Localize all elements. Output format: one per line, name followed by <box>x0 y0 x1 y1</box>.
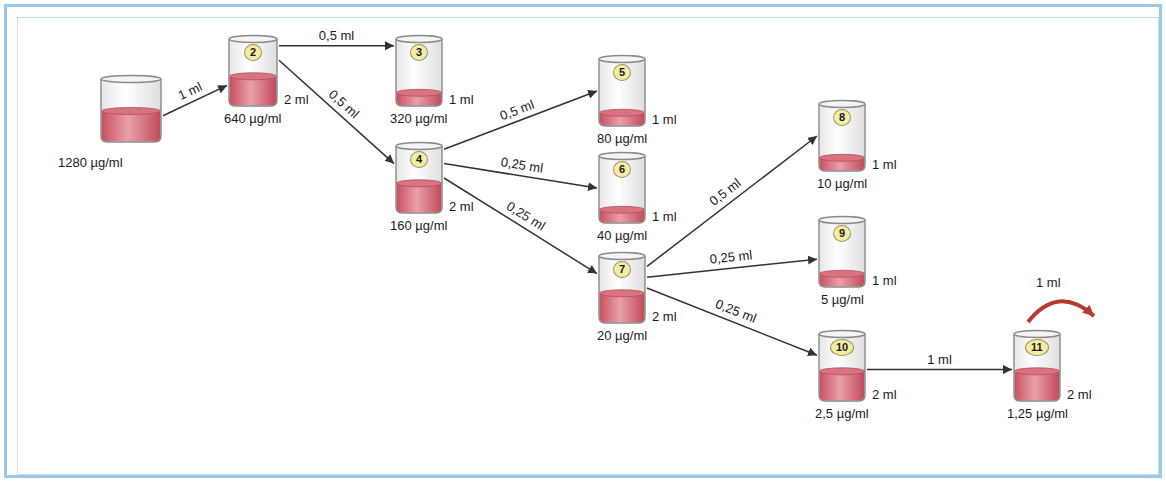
tube-number: 6 <box>613 161 631 178</box>
tube-number: 3 <box>410 44 428 61</box>
volume-label: 1 ml <box>652 112 677 127</box>
tube-number: 5 <box>613 64 631 81</box>
concentration-label: 1280 µg/ml <box>58 155 123 170</box>
concentration-label: 160 µg/ml <box>390 218 447 233</box>
picture-frame <box>4 4 1162 478</box>
volume-label: 2 ml <box>872 387 897 402</box>
volume-transfer-label: 0,25 ml <box>503 198 551 235</box>
volume-label: 2 ml <box>652 309 677 324</box>
concentration-label: 20 µg/ml <box>597 328 647 343</box>
volume-transfer-label: 0,25 ml <box>707 247 755 267</box>
tube-number: 11 <box>1025 339 1049 356</box>
volume-label: 2 ml <box>1067 387 1092 402</box>
test-tube: 1280 µg/ml <box>100 75 162 143</box>
test-tube-drawing <box>100 75 162 143</box>
transfer-arrow <box>647 288 817 355</box>
test-tube: 81 ml10 µg/ml <box>818 100 866 172</box>
transfer-arrow <box>867 369 1012 371</box>
volume-transfer-label: 0,5 ml <box>495 96 537 124</box>
volume-transfer-label: 0,5 ml <box>317 27 356 42</box>
volume-label: 2 ml <box>449 199 474 214</box>
volume-label: 1 ml <box>652 209 677 224</box>
concentration-label: 10 µg/ml <box>817 176 867 191</box>
transfer-arrow <box>279 45 394 47</box>
volume-transfer-label: 1 ml <box>925 351 954 366</box>
volume-label: 1 ml <box>449 92 474 107</box>
pour-off-volume: 1 ml <box>1036 275 1061 290</box>
transfer-arrow <box>444 91 597 149</box>
test-tube: 61 ml40 µg/ml <box>598 152 646 224</box>
tube-number: 8 <box>833 109 851 126</box>
test-tube: 51 ml80 µg/ml <box>598 55 646 127</box>
volume-transfer-label: 0,5 ml <box>324 85 363 123</box>
tube-number: 9 <box>833 225 851 242</box>
tube-number: 4 <box>410 151 428 168</box>
test-tube: 112 ml1,25 µg/ml <box>1013 330 1061 402</box>
volume-label: 1 ml <box>872 273 897 288</box>
tube-number: 10 <box>830 339 854 356</box>
concentration-label: 2,5 µg/ml <box>815 406 869 421</box>
test-tube: 91 ml5 µg/ml <box>818 216 866 288</box>
volume-transfer-label: 0,25 ml <box>498 154 546 176</box>
test-tube: 72 ml20 µg/ml <box>598 252 646 324</box>
concentration-label: 80 µg/ml <box>597 131 647 146</box>
transfer-arrow <box>647 136 817 266</box>
test-tube: 42 ml160 µg/ml <box>395 142 443 214</box>
test-tube: 102 ml2,5 µg/ml <box>818 330 866 402</box>
volume-transfer-label: 0,25 ml <box>712 296 761 327</box>
concentration-label: 5 µg/ml <box>821 292 864 307</box>
concentration-label: 640 µg/ml <box>224 111 281 126</box>
volume-label: 1 ml <box>872 157 897 172</box>
volume-transfer-label: 1 ml <box>174 78 206 104</box>
tube-number: 7 <box>613 261 631 278</box>
transfer-arrow <box>279 60 394 163</box>
concentration-label: 40 µg/ml <box>597 228 647 243</box>
test-tube: 31 ml320 µg/ml <box>395 35 443 107</box>
volume-label: 2 ml <box>284 92 309 107</box>
transfer-arrow <box>444 178 597 274</box>
tube-number: 2 <box>244 44 262 61</box>
volume-transfer-label: 0,5 ml <box>705 175 745 211</box>
pour-off-arrow <box>1028 301 1094 322</box>
concentration-label: 1,25 µg/ml <box>1007 406 1068 421</box>
concentration-label: 320 µg/ml <box>390 111 447 126</box>
test-tube: 22 ml640 µg/ml <box>228 35 278 107</box>
